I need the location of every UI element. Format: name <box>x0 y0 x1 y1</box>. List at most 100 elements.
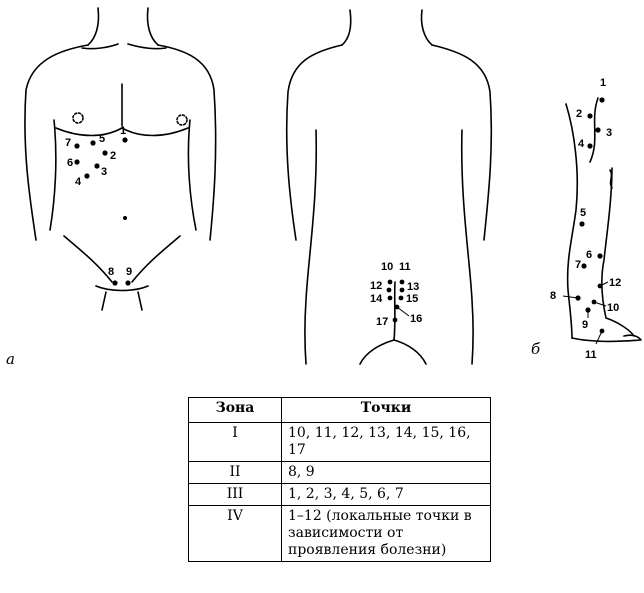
front-point-4 <box>84 173 90 179</box>
spine-line <box>393 281 396 341</box>
front-point-9 <box>125 280 131 286</box>
leg-label-4: 4 <box>578 138 585 150</box>
leg-label-8: 8 <box>550 290 556 302</box>
front-label-5: 5 <box>99 133 105 145</box>
leg-points <box>575 97 605 334</box>
navel <box>123 216 127 220</box>
back-torso <box>285 9 493 365</box>
front-label-9: 9 <box>126 266 132 278</box>
leg-label-12: 12 <box>609 277 621 289</box>
back-neck-left <box>341 9 352 46</box>
points-cell: 1, 2, 3, 4, 5, 6, 7 <box>281 483 491 506</box>
table-row: IV 1–12 (локальные точки в зависимости о… <box>188 505 491 562</box>
front-side-left <box>49 119 57 231</box>
back-point-12 <box>386 287 392 293</box>
table-row: I 10, 11, 12, 13, 14, 15, 16, 17 <box>188 422 491 462</box>
front-neck-right <box>146 7 159 46</box>
leg-point-4 <box>587 143 593 149</box>
back-point-13 <box>399 287 405 293</box>
leg-point-5 <box>579 221 585 227</box>
table-header-row: Зона Точки <box>188 397 491 423</box>
front-clavicle-left <box>81 43 119 50</box>
back-label-14: 14 <box>370 293 383 305</box>
front-point-7 <box>74 143 80 149</box>
back-label-11: 11 <box>399 261 411 273</box>
back-label-12: 12 <box>370 280 382 292</box>
leg-pointer-12 <box>599 281 609 287</box>
front-pelvis-left <box>63 235 113 283</box>
points-cell: 8, 9 <box>281 461 491 484</box>
front-label-4: 4 <box>75 176 82 188</box>
leg-label-1: 1 <box>600 77 606 89</box>
leg-front-contour <box>601 167 635 337</box>
leg-label-2: 2 <box>576 108 582 120</box>
back-side-left <box>304 129 318 365</box>
table-row: III 1, 2, 3, 4, 5, 6, 7 <box>188 483 491 506</box>
back-label-15: 15 <box>406 293 418 305</box>
front-point-1 <box>122 137 128 143</box>
leg-point-3 <box>595 127 601 133</box>
leg-point-labels: 1 2 3 4 5 6 7 8 9 10 11 12 <box>550 77 621 361</box>
leg-point-2 <box>587 113 593 119</box>
back-label-10: 10 <box>381 261 393 273</box>
front-label-6: 6 <box>67 157 73 169</box>
nipple-right <box>176 114 188 126</box>
front-pelvis-right <box>131 235 181 283</box>
leg-label-9: 9 <box>582 319 588 331</box>
points-cell: 10, 11, 12, 13, 14, 15, 16, 17 <box>281 422 491 462</box>
front-point-5 <box>90 140 96 146</box>
front-shoulder-left <box>24 44 89 241</box>
front-point-2 <box>102 150 108 156</box>
front-label-1: 1 <box>120 125 126 137</box>
back-side-right <box>460 129 474 365</box>
zones-table: Зона Точки I 10, 11, 12, 13, 14, 15, 16,… <box>188 397 491 562</box>
front-clavicle-right <box>127 43 167 50</box>
front-point-6 <box>74 159 80 165</box>
nipple-left <box>72 112 84 124</box>
back-pointer-16 <box>396 306 410 317</box>
front-label-3: 3 <box>101 166 107 178</box>
leg-label-10: 10 <box>607 302 619 314</box>
zone-cell: III <box>188 483 282 506</box>
foot-sole <box>571 337 641 343</box>
leg-label-5: 5 <box>580 207 586 219</box>
zone-cell: II <box>188 461 282 484</box>
front-neck-left <box>87 7 100 46</box>
zone-cell: IV <box>188 505 282 562</box>
buttock-left <box>359 339 395 365</box>
front-leg-left <box>101 291 107 311</box>
front-groin <box>95 285 149 292</box>
buttock-right <box>393 339 427 365</box>
back-point-15 <box>398 295 404 301</box>
leg-back-contour <box>565 103 579 339</box>
front-point-8 <box>112 280 118 286</box>
leg-point-1 <box>599 97 605 103</box>
leg-pointer-10 <box>593 301 607 307</box>
front-chest-line <box>55 127 189 137</box>
front-leg-right <box>137 291 143 311</box>
leg-label-3: 3 <box>606 127 612 139</box>
back-point-11 <box>399 279 405 285</box>
leg-pointers <box>562 281 609 345</box>
points-cell: 1–12 (локальные точки в зависимости от п… <box>281 505 491 562</box>
leg-pointer-8 <box>562 295 579 299</box>
front-side-right <box>187 119 197 231</box>
back-point-labels: 10 11 12 13 14 15 16 17 <box>370 261 422 328</box>
panel-b-label: б <box>531 340 541 358</box>
back-point-10 <box>387 279 393 285</box>
back-point-14 <box>387 295 393 301</box>
acupoint-figure: 1 2 3 4 5 6 7 8 9 а 10 11 12 13 14 <box>6 7 642 368</box>
front-label-2: 2 <box>110 150 116 162</box>
leg-inner-curve <box>589 97 599 163</box>
front-point-labels: 1 2 3 4 5 6 7 8 9 <box>65 125 132 278</box>
leg-label-6: 6 <box>586 249 592 261</box>
front-label-7: 7 <box>65 137 71 149</box>
leg-label-7: 7 <box>575 259 581 271</box>
knee-mark <box>609 169 613 189</box>
back-point-17 <box>392 317 398 323</box>
back-neck-right <box>420 9 433 46</box>
back-label-16: 16 <box>410 313 422 325</box>
front-label-8: 8 <box>108 266 114 278</box>
leg-point-6 <box>597 253 603 259</box>
toe-outline <box>623 334 642 341</box>
